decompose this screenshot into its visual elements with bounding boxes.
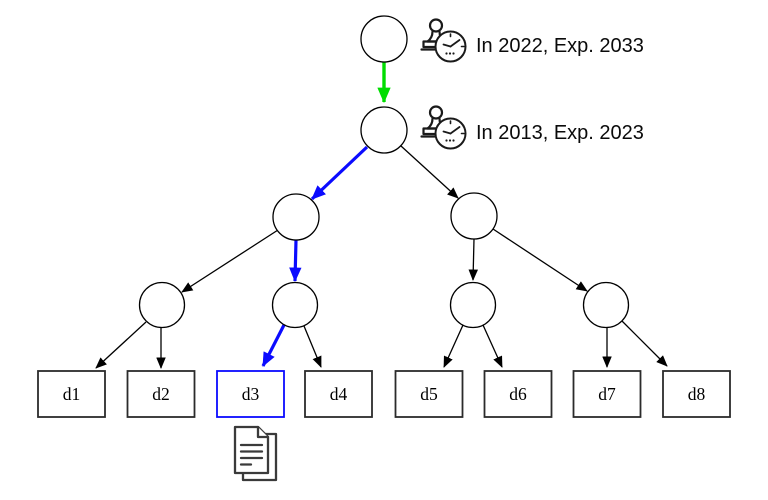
leaf-d2: d2 bbox=[126, 370, 196, 418]
leaf-d5-label: d5 bbox=[420, 384, 438, 404]
annotation-root: In 2022, Exp. 2033 bbox=[420, 18, 644, 63]
leaf-d4-box bbox=[304, 370, 373, 418]
edge-level42-d3-blue bbox=[261, 324, 286, 367]
tree-node-level3-right bbox=[450, 192, 498, 240]
edge-level44-d8 bbox=[621, 320, 668, 367]
internal-nodes bbox=[138, 15, 630, 329]
leaf-d8-label: d8 bbox=[688, 384, 706, 404]
annotation-root-text: In 2022, Exp. 2033 bbox=[476, 35, 644, 57]
tree-node-level4-4 bbox=[582, 281, 630, 329]
leaf-d3-label: d3 bbox=[242, 384, 260, 404]
leaf-d7-box bbox=[572, 370, 642, 418]
stamp-clock-icon bbox=[420, 105, 467, 150]
edge-level42-d4 bbox=[303, 325, 322, 368]
leaf-d8: d8 bbox=[662, 370, 731, 418]
leaf-nodes: d1 d2 d3 d4 d5 d6 d7 d8 bbox=[37, 370, 731, 418]
leaf-d7-label: d7 bbox=[598, 384, 616, 404]
leaf-d6-box bbox=[483, 370, 553, 418]
tree-node-level4-2 bbox=[271, 281, 319, 329]
tree-node-root bbox=[360, 15, 408, 63]
tree-node-level4-3 bbox=[449, 281, 497, 329]
leaf-d2-label: d2 bbox=[152, 384, 170, 404]
edge-level3left-level42-blue bbox=[289, 239, 302, 283]
leaf-d5: d5 bbox=[394, 370, 464, 418]
leaf-d5-box bbox=[394, 370, 464, 418]
documents-icon bbox=[233, 425, 278, 482]
edge-level3right-level43 bbox=[468, 238, 479, 281]
edge-level2-level3right bbox=[400, 145, 459, 199]
edge-level43-d6 bbox=[482, 324, 503, 368]
edge-level2-level3left-blue bbox=[310, 145, 369, 201]
leaf-d4: d4 bbox=[304, 370, 373, 418]
leaf-d2-box bbox=[126, 370, 196, 418]
annotation-level2: In 2013, Exp. 2023 bbox=[420, 105, 644, 150]
tree-node-level2 bbox=[360, 106, 408, 154]
leaf-d6-label: d6 bbox=[509, 384, 527, 404]
edge-level3right-level44 bbox=[492, 228, 588, 292]
edge-level41-d1 bbox=[95, 321, 147, 369]
leaf-d7: d7 bbox=[572, 370, 642, 418]
leaf-d8-box bbox=[662, 370, 731, 418]
leaf-d3-box bbox=[216, 370, 285, 418]
leaf-d4-label: d4 bbox=[330, 384, 348, 404]
annotation-level2-text: In 2013, Exp. 2023 bbox=[476, 122, 644, 144]
leaf-d1-label: d1 bbox=[63, 384, 81, 404]
edge-level43-d5 bbox=[443, 324, 464, 368]
leaf-d1: d1 bbox=[37, 370, 106, 418]
tree-edges bbox=[95, 62, 668, 369]
tree-node-level3-left bbox=[272, 193, 320, 241]
edge-level3left-level41 bbox=[181, 229, 279, 293]
leaf-d6: d6 bbox=[483, 370, 553, 418]
leaf-d3-highlighted: d3 bbox=[216, 370, 285, 418]
leaf-d1-box bbox=[37, 370, 106, 418]
tree-node-level4-1 bbox=[138, 281, 186, 329]
stamp-clock-icon bbox=[420, 18, 467, 63]
